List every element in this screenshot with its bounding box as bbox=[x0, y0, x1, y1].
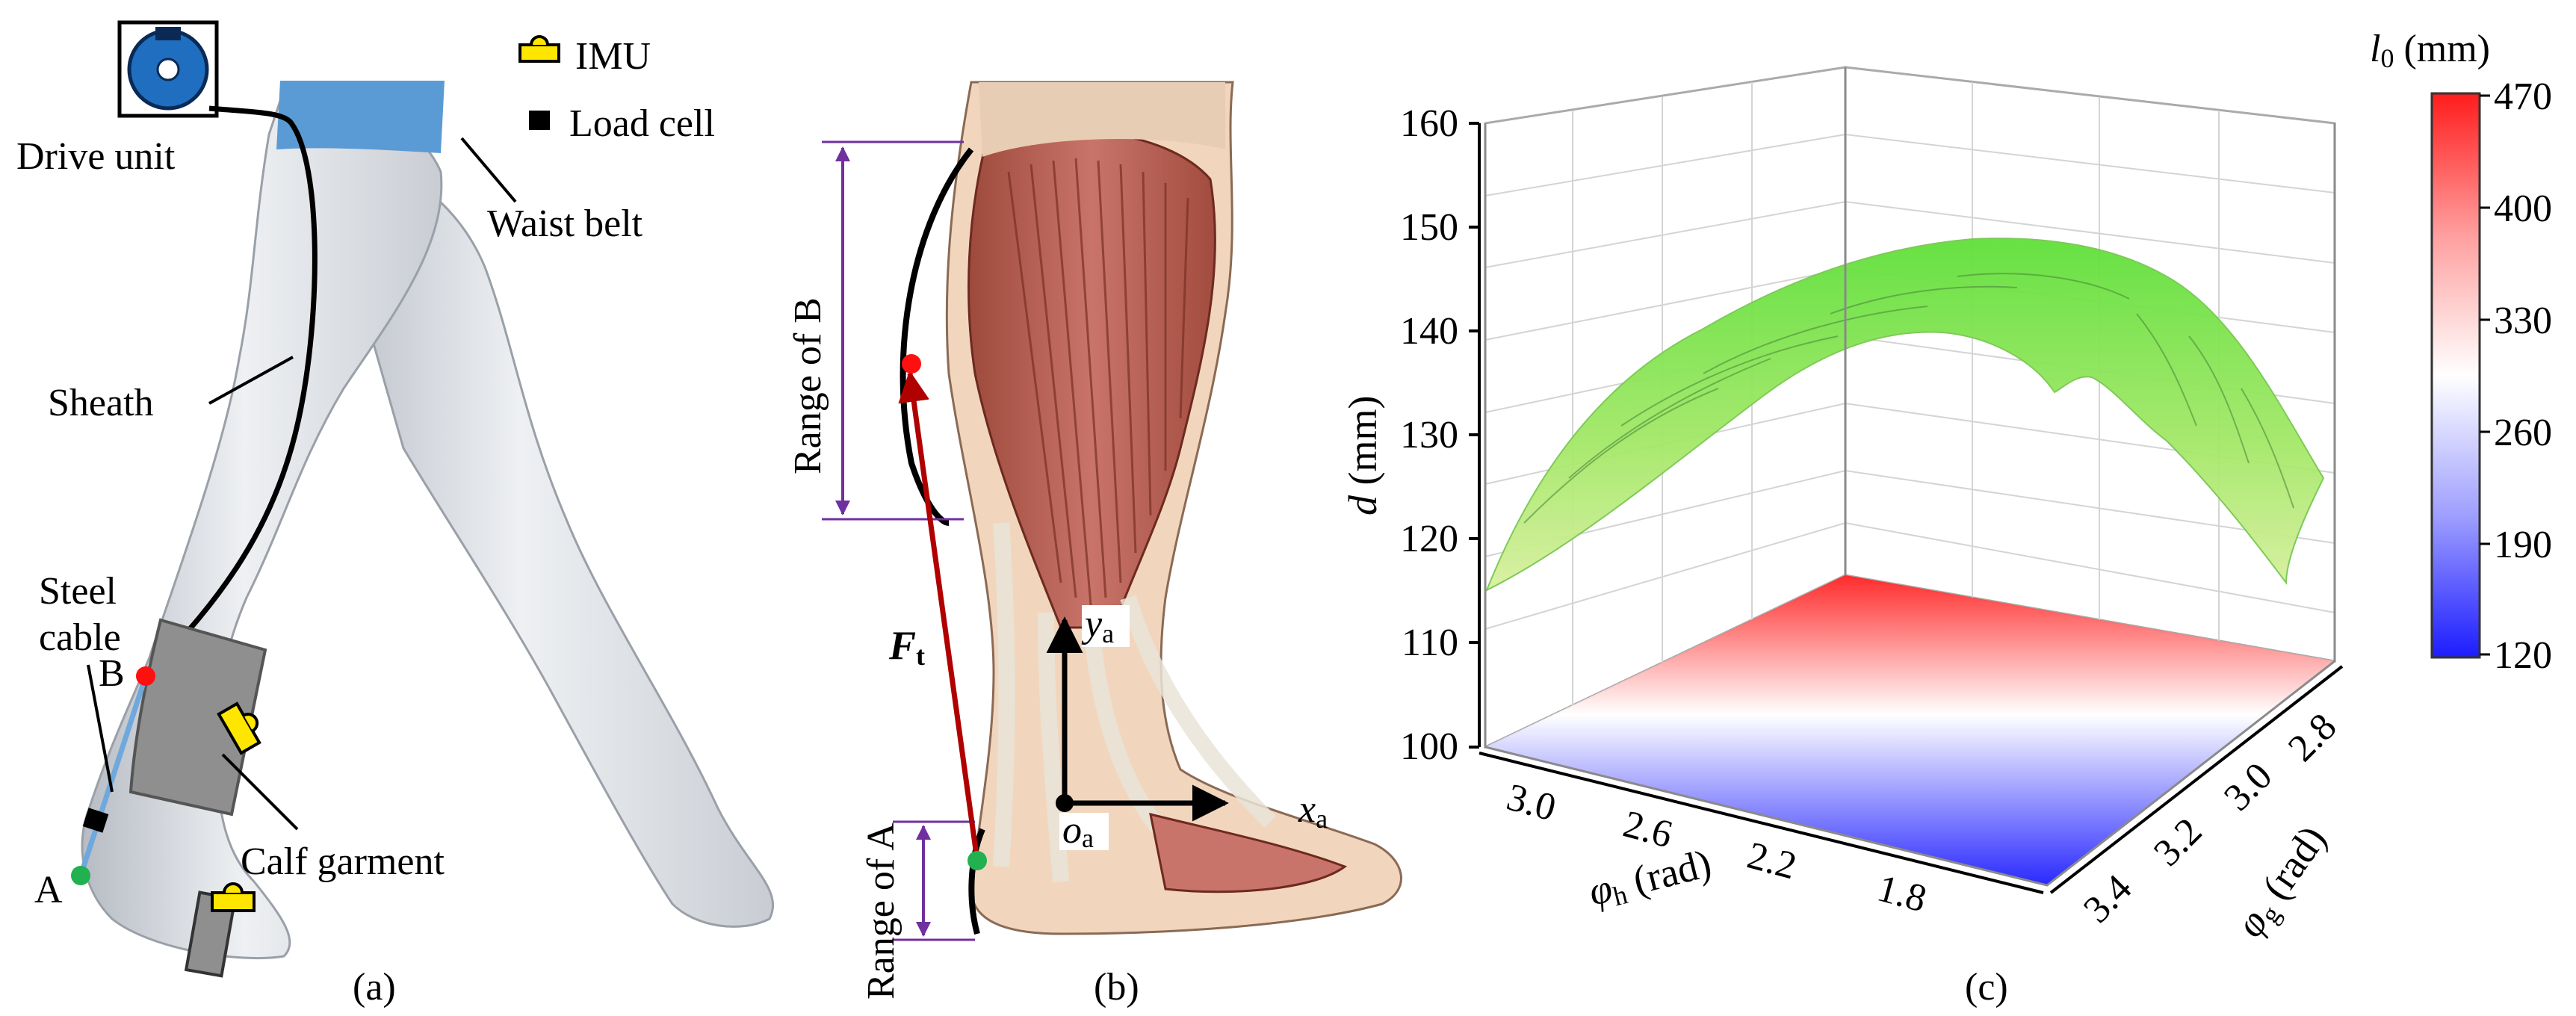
colorbar-tick-label: 330 bbox=[2494, 300, 2552, 342]
foot-muscles bbox=[1149, 812, 1348, 893]
y-tick-label: 2.8 bbox=[2280, 705, 2344, 769]
panel-b-point-a bbox=[967, 851, 987, 870]
colorbar-tick-label: 470 bbox=[2494, 75, 2552, 118]
load-cell bbox=[82, 808, 109, 833]
z-tick-label: 120 bbox=[1400, 518, 1458, 560]
panel-b-point-b bbox=[902, 354, 921, 374]
point-a-marker bbox=[71, 866, 90, 885]
point-a-label: A bbox=[34, 869, 63, 911]
y-label-bg bbox=[1082, 605, 1130, 647]
y-axis-line bbox=[2049, 665, 2344, 894]
steel-cable-label-2: cable bbox=[39, 616, 121, 659]
x-axis-line bbox=[1479, 752, 2044, 894]
sheath-leader bbox=[208, 356, 294, 405]
x-tick-label: 2.6 bbox=[1619, 803, 1677, 857]
knee-region bbox=[979, 82, 1225, 157]
waist-belt bbox=[276, 81, 445, 153]
calf-muscle-striations bbox=[1007, 158, 1189, 606]
steel-cable-label-1: Steel bbox=[39, 570, 117, 613]
z-axis-title: d (mm) bbox=[1340, 396, 1385, 515]
drive-unit-label: Drive unit bbox=[16, 135, 176, 178]
y-tick-label: 3.2 bbox=[2146, 810, 2210, 874]
floor-plane bbox=[1485, 575, 2335, 885]
origin-label-bg bbox=[1059, 813, 1109, 850]
colorbar-title: l0 (mm) bbox=[2370, 28, 2490, 73]
panel-b: Range of B Range of A Ft ya xa oa (b) bbox=[787, 81, 1402, 1009]
drive-unit bbox=[117, 20, 219, 118]
legend-imu-label: IMU bbox=[575, 35, 651, 78]
y-tick-label: 3.0 bbox=[2216, 755, 2280, 819]
panel-a: IMU Load cell Drive unit Waist belt Shea… bbox=[16, 20, 775, 1009]
range-a-arc bbox=[968, 828, 985, 935]
tendons bbox=[993, 522, 1276, 882]
z-tick-label: 130 bbox=[1400, 414, 1458, 456]
y-tick-label: 3.4 bbox=[2075, 867, 2140, 931]
colorbar-ticks bbox=[2480, 94, 2490, 656]
range-a-label: Range of A bbox=[860, 823, 902, 1000]
z-ticks bbox=[1469, 122, 1479, 749]
panel-a-label: (a) bbox=[353, 966, 396, 1009]
force-vector bbox=[898, 370, 980, 861]
x-axis-label: xa bbox=[1298, 788, 1328, 834]
origin-label: oa bbox=[1062, 809, 1094, 853]
waist-belt-leader bbox=[460, 137, 517, 203]
surface-plot bbox=[1485, 238, 2325, 592]
panel-b-label: (b) bbox=[1094, 966, 1139, 1009]
y-axis-title: φg (rad) bbox=[2227, 817, 2338, 947]
z-tick-label: 100 bbox=[1400, 725, 1458, 768]
colorbar-tick-label: 120 bbox=[2494, 634, 2552, 677]
imu-foot bbox=[211, 882, 256, 912]
z-tick-label: 140 bbox=[1400, 310, 1458, 353]
colorbar-tick-label: 190 bbox=[2494, 524, 2552, 566]
range-b-label: Range of B bbox=[787, 297, 829, 474]
imu-calf bbox=[217, 701, 261, 755]
z-tick-label: 150 bbox=[1400, 206, 1458, 249]
x-tick-label: 3.0 bbox=[1502, 776, 1561, 830]
waist-belt-label: Waist belt bbox=[487, 202, 643, 245]
colorbar bbox=[2430, 92, 2481, 659]
panel-c-label: (c) bbox=[1965, 966, 2008, 1009]
colorbar-tick-label: 260 bbox=[2494, 412, 2552, 454]
x-tick-label: 1.8 bbox=[1873, 867, 1931, 921]
calf-garment-leader bbox=[221, 753, 299, 831]
calf-garment-label: Calf garment bbox=[241, 840, 445, 883]
back-leg bbox=[312, 132, 775, 928]
point-b-marker bbox=[136, 666, 155, 686]
z-tick-label: 160 bbox=[1400, 102, 1458, 145]
force-label: Ft bbox=[888, 623, 925, 671]
colorbar-tick-label: 400 bbox=[2494, 188, 2552, 230]
steel-cable bbox=[78, 675, 149, 877]
surface-contours bbox=[1523, 273, 2294, 524]
origin-dot bbox=[1056, 794, 1074, 812]
steel-cable-leader bbox=[87, 664, 114, 793]
legend-imu-icon bbox=[518, 35, 560, 63]
box-front-edges bbox=[1484, 67, 2336, 887]
z-tick-label: 110 bbox=[1402, 622, 1458, 664]
panel-c: 160 150 140 130 120 110 100 d (mm) 3.0 2… bbox=[1340, 28, 2552, 1009]
sheath-label: Sheath bbox=[48, 382, 154, 424]
legend-load-cell-icon bbox=[529, 111, 550, 130]
sheath-cable bbox=[143, 105, 318, 678]
x-tick-label: 2.2 bbox=[1743, 834, 1801, 888]
legend-load-cell-label: Load cell bbox=[569, 102, 715, 145]
y-axis-label: ya bbox=[1081, 603, 1114, 648]
point-b-label: B bbox=[99, 652, 125, 695]
